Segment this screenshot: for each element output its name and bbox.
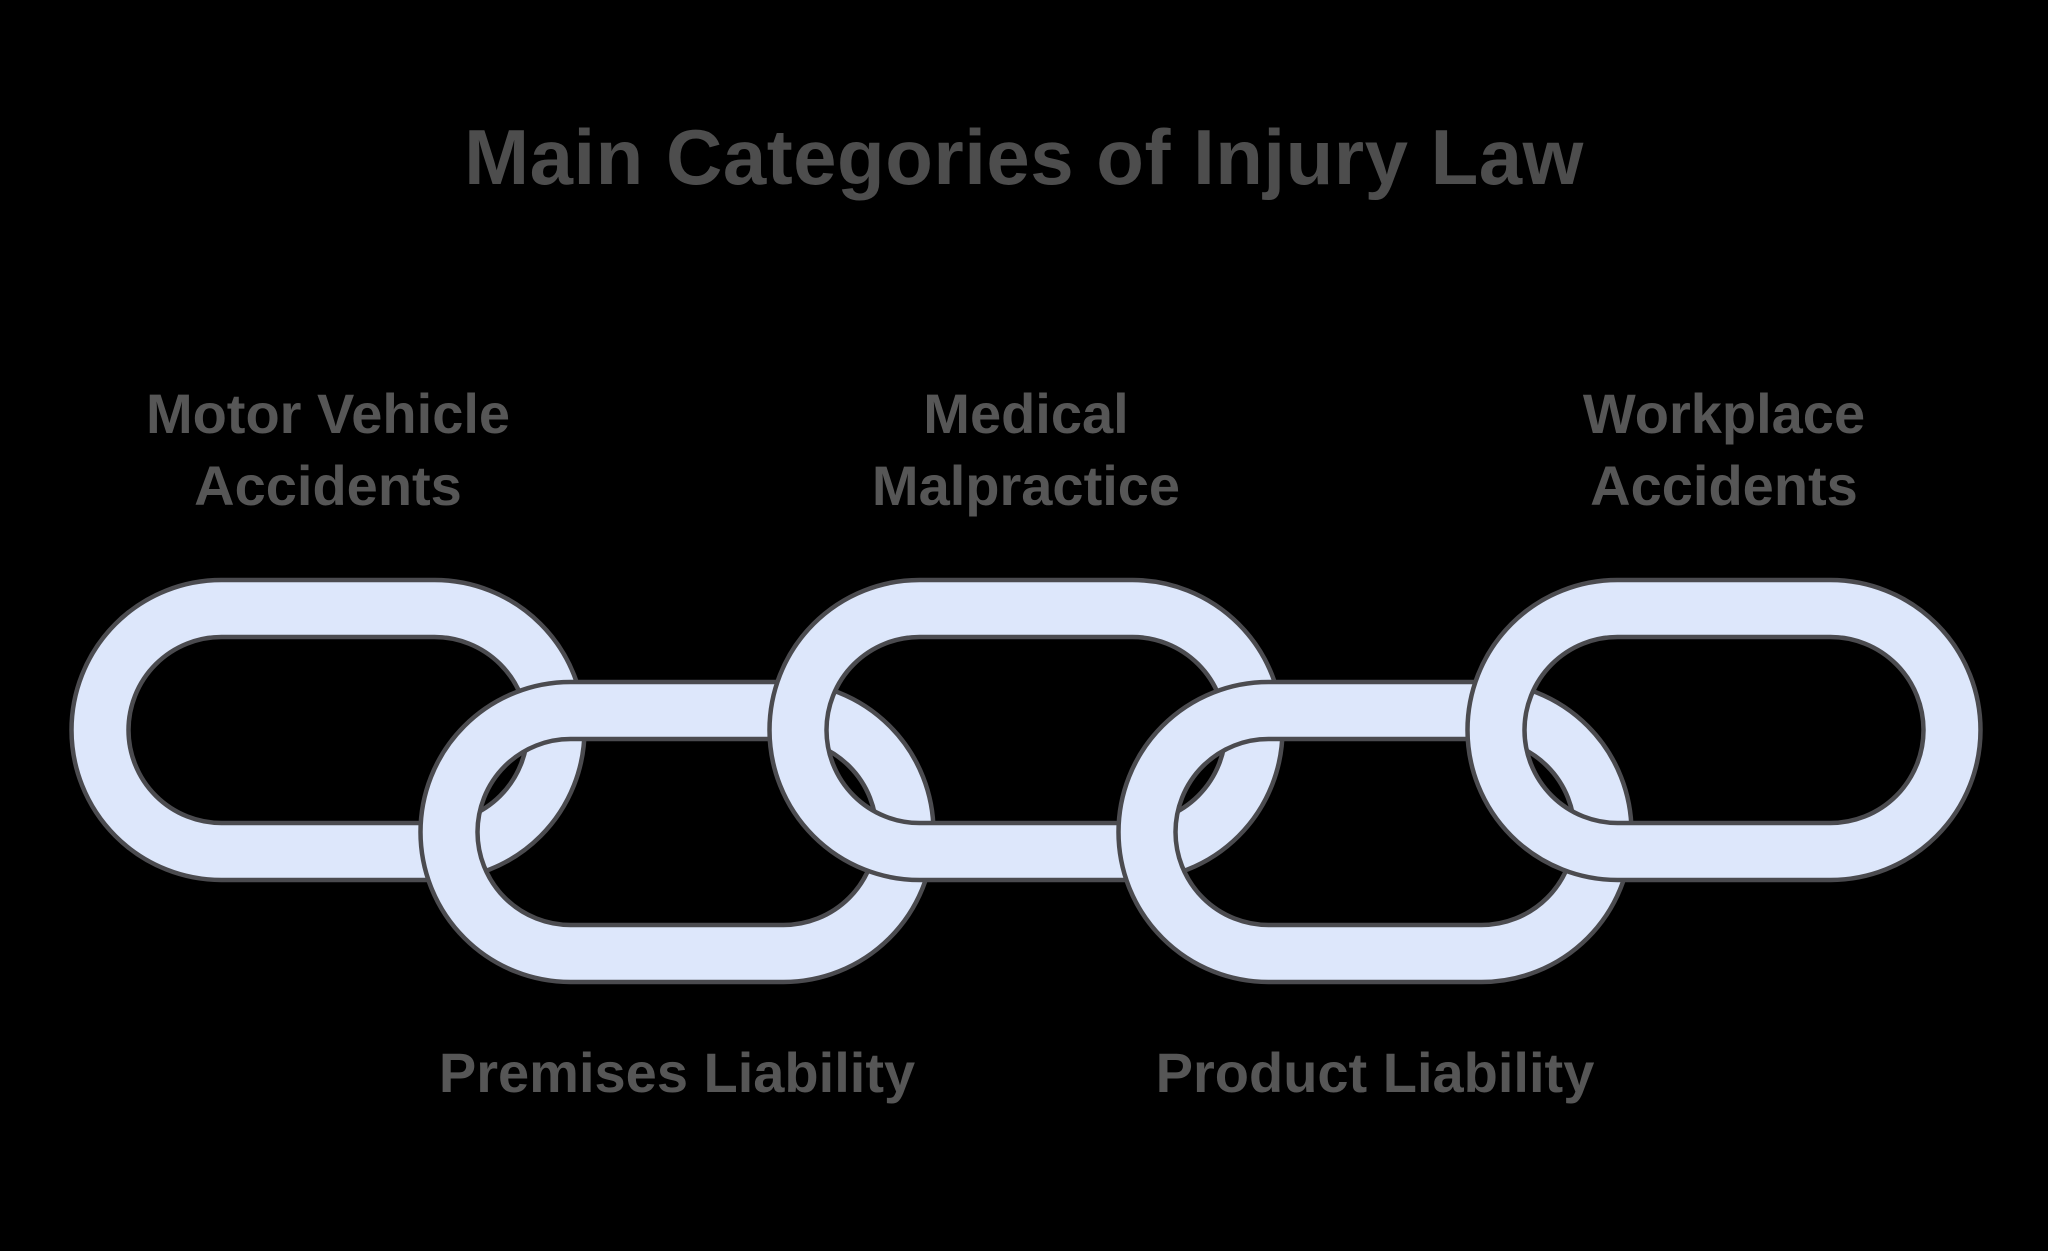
diagram-title: Main Categories of Injury Law [464, 113, 1584, 201]
category-label-motor-vehicle-accidents: Motor Vehicle Accidents [145, 382, 511, 517]
category-label-premises-liability: Premises Liability [438, 1041, 916, 1104]
category-label-workplace-accidents: Workplace Accidents [1582, 382, 1866, 517]
category-label-product-liability: Product Liability [1155, 1041, 1595, 1104]
category-label-medical-malpractice: Medical Malpractice [871, 382, 1181, 517]
chain-link-product-liability [1116, 679, 1634, 985]
chain-link-premises-liability [418, 679, 936, 985]
chain-link-workplace-accidents [1465, 577, 1983, 883]
